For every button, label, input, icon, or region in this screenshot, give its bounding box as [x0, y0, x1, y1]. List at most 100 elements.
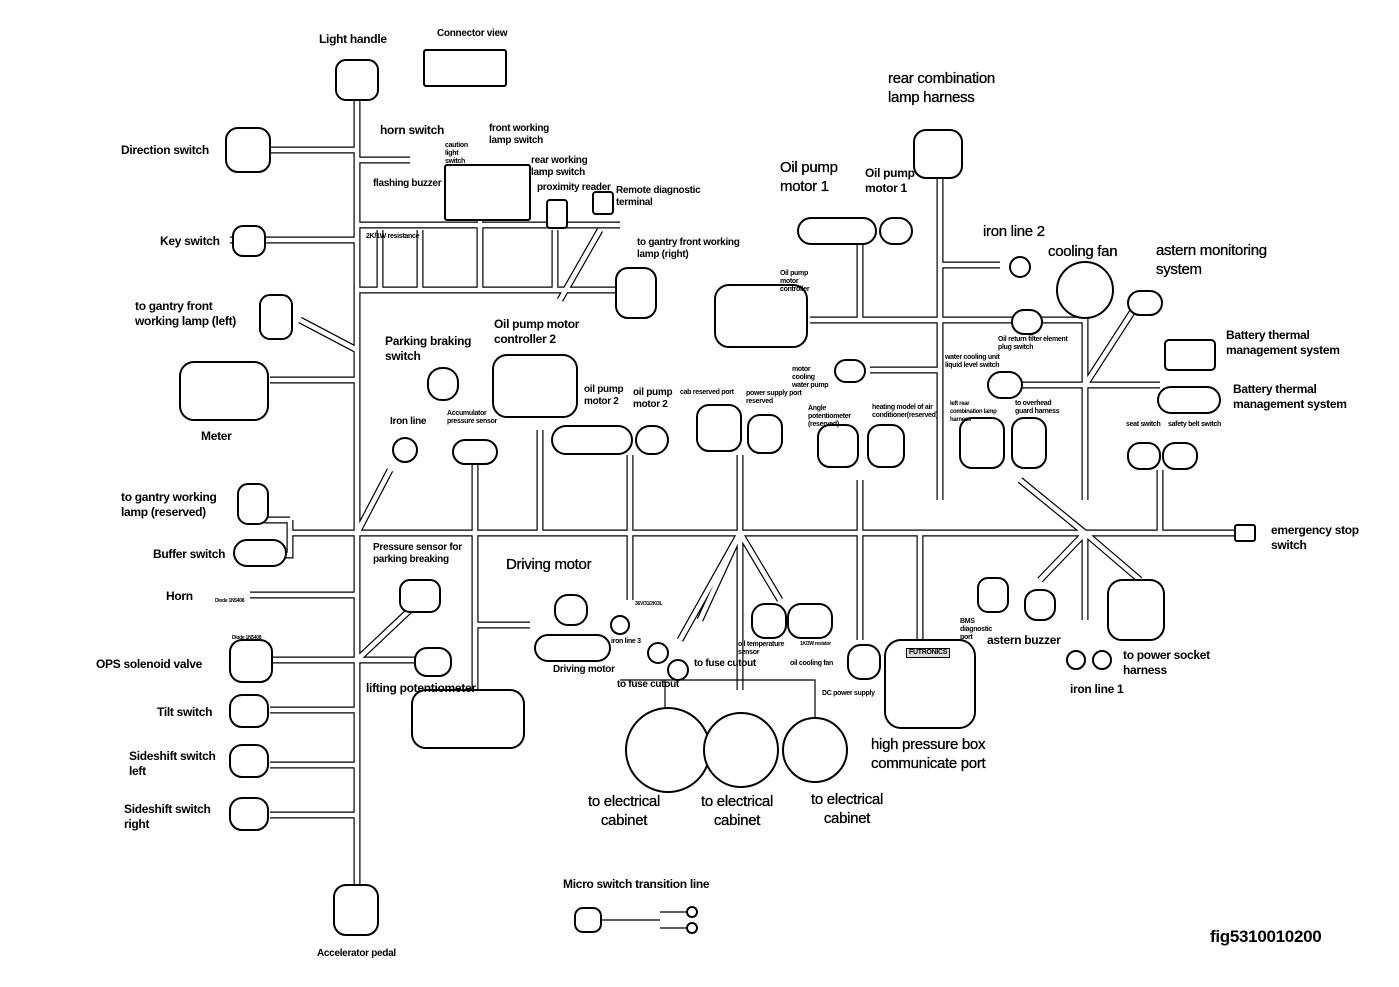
pressure-sensor-connector: [399, 579, 441, 613]
power-supply-reserved-connector: [747, 414, 783, 454]
accelerator-pedal-connector: [333, 884, 379, 936]
label-electrical-cabinet-1: to electrical cabinet: [588, 793, 661, 829]
label-horn-switch: horn switch: [380, 123, 445, 137]
label-pressure-sensor-parking: Pressure sensor for parking breaking: [373, 542, 462, 565]
lamp-switches: [444, 164, 531, 221]
cab-reserved-connector: [696, 404, 742, 452]
label-cab-reserved-port: cab reserved port: [680, 389, 734, 396]
label-cooling-fan: cooling fan: [1048, 243, 1118, 260]
iron-line-2-ring: [1009, 256, 1031, 278]
label-driving-motor-small: Driving motor: [553, 664, 615, 675]
label-connector-view: Connector view: [437, 28, 508, 39]
water-level-switch-connector: [987, 371, 1023, 399]
label-seat-switch: seat switch: [1126, 421, 1161, 428]
micro-switch-ring-a: [686, 906, 698, 918]
motor-cooling-pump-connector: [834, 359, 866, 383]
label-accumulator-sensor: Accumulator pressure sensor: [447, 410, 497, 425]
label-oil-pump-motor-2-a: oil pump motor 2: [584, 384, 624, 407]
label-diode-1: Diode 1N5408: [215, 598, 245, 604]
label-direction-switch: Direction switch: [121, 143, 209, 157]
meter-connector: [179, 361, 269, 421]
driving-motor-connector-b: [534, 634, 611, 662]
micro-switch-connector: [574, 907, 602, 933]
label-sideshift-left: Sideshift switch left: [129, 749, 216, 778]
label-parking-braking-switch: Parking braking switch: [385, 334, 472, 363]
fuse-cutout-ring-1: [647, 642, 669, 664]
fuse-cutout-ring-2: [667, 659, 689, 681]
light-handle-connector: [335, 59, 379, 101]
label-buffer-switch: Buffer switch: [153, 547, 226, 561]
label-horn: Horn: [166, 589, 193, 603]
label-safety-belt-switch: safety belt switch: [1168, 421, 1221, 428]
oil-cooling-fan-connector: [787, 603, 833, 639]
astern-buzzer-connector: [1024, 589, 1056, 621]
emergency-stop-connector: [1234, 524, 1256, 542]
label-iron-line-3-spec: 36V/31/2K/3L: [635, 601, 663, 607]
iron-line-ring: [392, 437, 418, 463]
label-iron-line-2: iron line 2: [983, 223, 1045, 240]
label-gantry-reserved: to gantry working lamp (reserved): [121, 490, 217, 519]
label-overhead-guard: to overhead guard harness: [1015, 400, 1060, 415]
electrical-cabinet-connector-2: [703, 712, 779, 788]
electrical-cabinet-connector-3: [782, 717, 848, 783]
label-iron-line-1: iron line 1: [1070, 682, 1124, 696]
driving-motor-connector-a: [554, 594, 588, 626]
overhead-guard-connector: [1011, 417, 1047, 469]
gantry-left-connector: [259, 294, 293, 340]
micro-switch-wire: [600, 911, 690, 929]
label-key-switch: Key switch: [160, 234, 220, 248]
gantry-reserved-connector: [237, 483, 269, 525]
label-rear-working-lamp-switch: rear working lamp switch: [531, 155, 588, 178]
oil-pump-motor-1-a: [797, 217, 877, 245]
label-accelerator-pedal: Accelerator pedal: [317, 948, 396, 959]
label-iron-line-3: iron line 3: [611, 638, 641, 645]
battery-thermal-1-connector: [1164, 339, 1216, 371]
power-socket-connector: [1107, 579, 1165, 641]
lifting-potentiometer-connector: [411, 689, 525, 749]
high-pressure-box-connector: [884, 639, 976, 729]
connector-view-box: [423, 49, 507, 87]
buffer-switch-connector: [233, 539, 287, 567]
label-sideshift-right: Sideshift switch right: [124, 802, 211, 831]
gantry-right-connector: [615, 267, 657, 319]
lifting-potentiometer-small: [414, 647, 452, 677]
safety-belt-switch-connector: [1162, 442, 1198, 470]
iron-line-3-ring: [610, 615, 630, 635]
tilt-switch-connector: [229, 694, 269, 728]
label-oil-pump-motor-1-small: Oil pump motor 1: [865, 166, 915, 195]
micro-switch-ring-b: [686, 922, 698, 934]
astern-monitoring-connector: [1127, 290, 1163, 316]
label-heating-model: heating model of air conditioner(reserve…: [872, 404, 938, 419]
label-oil-cooling-fan: oil cooling fan: [790, 660, 833, 667]
oil-pump-controller-connector: [714, 284, 808, 348]
oil-return-filter-connector: [1011, 309, 1043, 335]
label-proximity-reader: proximity reader: [537, 182, 611, 193]
label-1k-resistor: 1K/3W resistor: [800, 641, 831, 647]
label-battery-thermal-2: Battery thermal management system: [1233, 382, 1347, 411]
label-dc-power-supply: DC power supply: [822, 690, 875, 697]
iron-line-1-ring-a: [1066, 650, 1086, 670]
label-flashing-buzzer: flashing buzzer: [373, 178, 442, 189]
label-bms-diagnostic: BMS diagnostic port: [960, 618, 993, 641]
bms-diagnostic-connector: [977, 577, 1009, 613]
oil-pump-controller-2-connector: [492, 354, 578, 418]
label-light-handle: Light handle: [319, 32, 387, 46]
label-remote-diagnostic: Remote diagnostic terminal: [616, 185, 701, 208]
label-iron-line: Iron line: [390, 416, 427, 427]
accumulator-sensor-connector: [452, 439, 498, 465]
sideshift-left-connector: [229, 744, 269, 778]
label-fuse-cutout-1: to fuse cutout: [694, 658, 756, 669]
label-oil-pump-controller-2: Oil pump motor controller 2: [494, 317, 580, 346]
label-rear-combination-lamp: rear combination lamp harness: [888, 70, 996, 106]
proximity-reader-connector: [546, 199, 568, 229]
direction-switch-connector: [225, 127, 271, 173]
label-micro-switch-transition: Micro switch transition line: [563, 877, 710, 891]
battery-thermal-2-connector: [1157, 386, 1221, 414]
parking-braking-switch-connector: [427, 367, 459, 401]
label-power-supply-reserved: power supply port reserved: [746, 390, 802, 405]
iron-line-1-ring-b: [1092, 650, 1112, 670]
connectors: [179, 49, 1256, 936]
cooling-fan-connector: [1056, 261, 1114, 319]
